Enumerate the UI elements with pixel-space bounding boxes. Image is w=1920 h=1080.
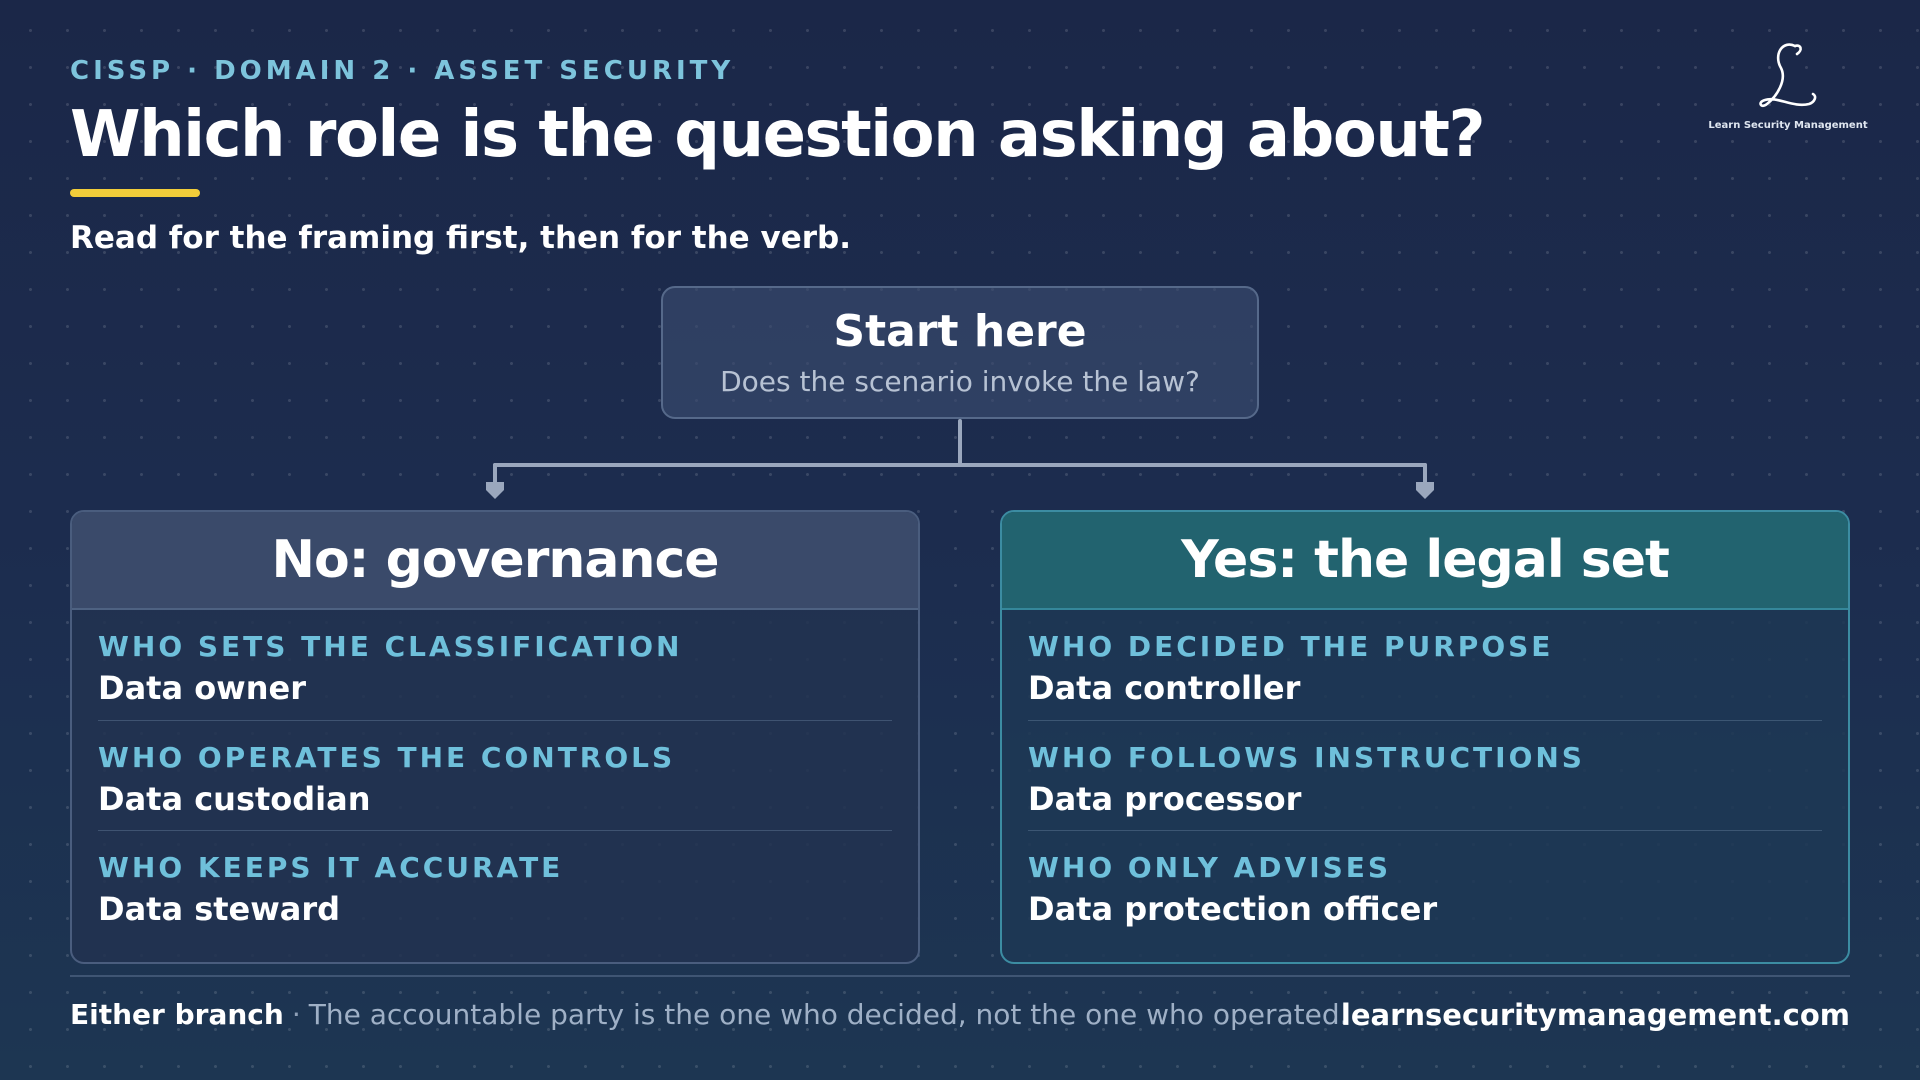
start-node: Start here Does the scenario invoke the … <box>661 286 1259 419</box>
role-name: Data owner <box>98 669 306 707</box>
footer-divider <box>70 975 1850 977</box>
page-subtitle: Read for the framing first, then for the… <box>70 220 851 256</box>
branch-heading: No: governance <box>72 512 918 610</box>
logo-text: Learn Security Management <box>1708 120 1868 131</box>
page-title: Which role is the question asking about? <box>70 98 1486 172</box>
role-question: WHO KEEPS IT ACCURATE <box>98 851 564 884</box>
cursive-l-logo-icon <box>1759 43 1817 108</box>
role-name: Data controller <box>1028 669 1301 707</box>
start-node-title: Start here <box>833 306 1087 357</box>
role-name: Data protection officer <box>1028 890 1438 928</box>
branch-governance: No: governance WHO SETS THE CLASSIFICATI… <box>70 510 920 964</box>
footer-lead: Either branch <box>70 998 284 1031</box>
role-row: WHO FOLLOWS INSTRUCTIONS Data processor <box>1028 720 1822 830</box>
eyebrow-label: CISSP · DOMAIN 2 · ASSET SECURITY <box>70 56 735 86</box>
role-question: WHO ONLY ADVISES <box>1028 851 1392 884</box>
branch-legal-set: Yes: the legal set WHO DECIDED THE PURPO… <box>1000 510 1850 964</box>
brand-logo: Learn Security Management <box>1708 38 1868 148</box>
role-question: WHO OPERATES THE CONTROLS <box>98 741 676 774</box>
branch-heading: Yes: the legal set <box>1002 512 1848 610</box>
footer-takeaway: Either branch·The accountable party is t… <box>70 998 1349 1031</box>
footer-url[interactable]: learnsecuritymanagement.com <box>1340 998 1850 1032</box>
role-question: WHO SETS THE CLASSIFICATION <box>98 630 683 663</box>
arrow-down-right-icon <box>1416 482 1434 499</box>
role-name: Data processor <box>1028 780 1302 818</box>
role-name: Data steward <box>98 890 341 928</box>
role-row: WHO KEEPS IT ACCURATE Data steward <box>98 830 892 940</box>
role-name: Data custodian <box>98 780 371 818</box>
role-row: WHO ONLY ADVISES Data protection officer <box>1028 830 1822 940</box>
footer-separator: · <box>291 998 301 1031</box>
role-question: WHO DECIDED THE PURPOSE <box>1028 630 1554 663</box>
arrow-down-left-icon <box>486 482 504 499</box>
start-node-question: Does the scenario invoke the law? <box>720 365 1200 398</box>
title-underline <box>70 189 200 197</box>
role-question: WHO FOLLOWS INSTRUCTIONS <box>1028 741 1585 774</box>
footer-note: The accountable party is the one who dec… <box>308 998 1349 1031</box>
role-row: WHO SETS THE CLASSIFICATION Data owner <box>98 610 892 720</box>
role-row: WHO DECIDED THE PURPOSE Data controller <box>1028 610 1822 720</box>
role-row: WHO OPERATES THE CONTROLS Data custodian <box>98 720 892 830</box>
